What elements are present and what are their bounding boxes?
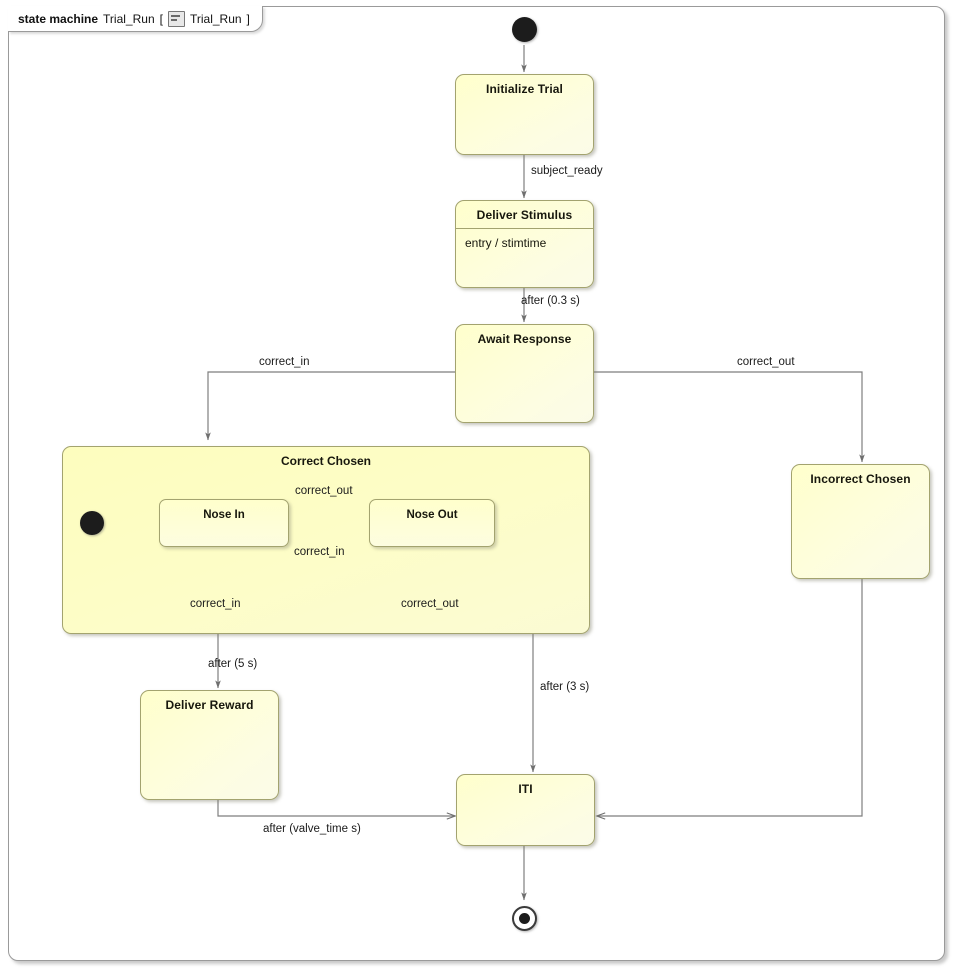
state-label: Deliver Stimulus	[456, 201, 593, 229]
state-label: Await Response	[477, 332, 572, 346]
state-label: Deliver Reward	[165, 698, 254, 712]
transition-label-correct-out-await: correct_out	[737, 356, 795, 368]
initial-pseudostate[interactable]	[512, 17, 537, 42]
transition-label-nosein-self: correct_in	[190, 598, 241, 610]
state-correct-chosen[interactable]: Correct Chosen	[62, 446, 590, 634]
state-label: Incorrect Chosen	[810, 472, 911, 486]
state-label: Nose In	[203, 509, 245, 521]
final-state[interactable]	[512, 906, 537, 931]
substate-nose-in[interactable]: Nose In	[159, 499, 289, 547]
transition-label-correct-in-noseout: correct_in	[294, 546, 345, 558]
state-await-response[interactable]: Await Response	[455, 324, 594, 423]
bracket-open: [	[159, 11, 163, 26]
bracket-close: ]	[246, 11, 250, 26]
transition-label-after-valve-time: after (valve_time s)	[263, 823, 361, 835]
state-incorrect-chosen[interactable]: Incorrect Chosen	[791, 464, 930, 579]
transition-label-correct-out-nosein: correct_out	[295, 485, 353, 497]
state-deliver-stimulus[interactable]: Deliver Stimulus entry / stimtime	[455, 200, 594, 288]
transition-label-after-3s: after (3 s)	[540, 681, 590, 693]
state-label: ITI	[518, 782, 533, 796]
state-deliver-reward[interactable]: Deliver Reward	[140, 690, 279, 800]
diagram-header-tab[interactable]: state machine Trial_Run [ Trial_Run ]	[8, 6, 263, 32]
diagram-keyword: state machine	[18, 11, 99, 26]
state-entry-behavior: entry / stimtime	[465, 236, 547, 250]
diagram-name: Trial_Run	[103, 11, 155, 26]
transition-label-after-03s: after (0.3 s)	[521, 295, 580, 307]
state-iti[interactable]: ITI	[456, 774, 595, 846]
state-label: Nose Out	[406, 509, 458, 521]
state-label: Correct Chosen	[280, 454, 372, 468]
substate-nose-out[interactable]: Nose Out	[369, 499, 495, 547]
transition-label-correct-in-await: correct_in	[259, 356, 310, 368]
transition-label-noseout-self: correct_out	[401, 598, 459, 610]
state-machine-diagram-icon	[167, 10, 185, 27]
diagram-qualified-name: Trial_Run	[189, 11, 242, 26]
region-initial-pseudostate[interactable]	[80, 511, 104, 535]
transition-label-subject-ready: subject_ready	[531, 165, 603, 177]
state-label: Initialize Trial	[486, 82, 563, 96]
state-initialize-trial[interactable]: Initialize Trial	[455, 74, 594, 155]
transition-label-after-5s: after (5 s)	[208, 658, 258, 670]
